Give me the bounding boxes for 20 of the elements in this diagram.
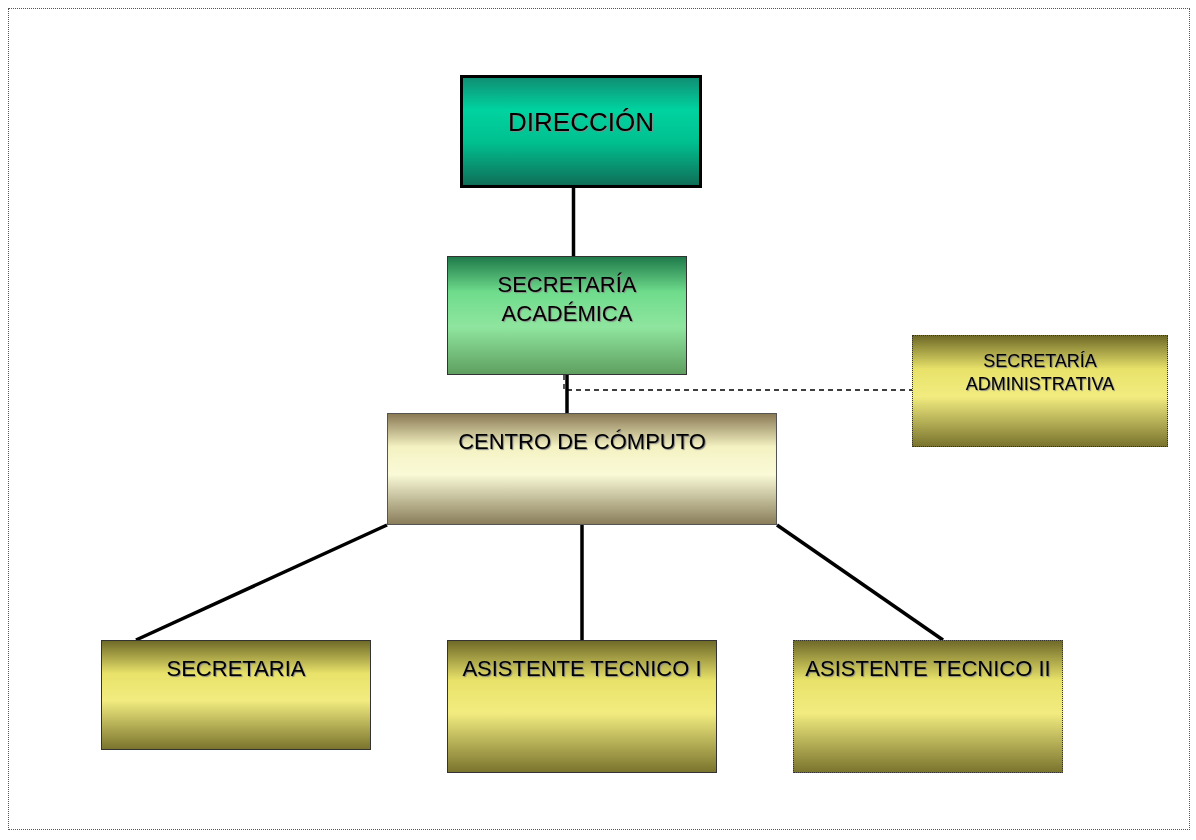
box-label: SECRETARÍA ACADÉMICA — [496, 271, 638, 328]
box-label: CENTRO DE CÓMPUTO — [458, 428, 706, 456]
org-box — [793, 640, 1063, 773]
connector-line — [776, 523, 944, 642]
org-box — [447, 640, 717, 773]
connector-line — [580, 525, 584, 640]
org-box — [387, 413, 777, 525]
org-box — [912, 335, 1168, 447]
box-label: SECRETARIA — [166, 655, 306, 683]
box-label: DIRECCIÓN — [508, 106, 654, 139]
box-label: ASISTENTE TECNICO I — [462, 655, 702, 683]
org-box — [460, 75, 702, 188]
connector-line — [135, 523, 388, 642]
connector-line — [565, 375, 569, 413]
org-box — [447, 256, 687, 375]
box-label: SECRETARÍA ADMINISTRATIVA — [964, 350, 1116, 397]
connector-line — [571, 188, 576, 256]
org-box — [101, 640, 371, 750]
box-label: ASISTENTE TECNICO II — [805, 655, 1051, 683]
dashed-connector — [563, 374, 913, 391]
